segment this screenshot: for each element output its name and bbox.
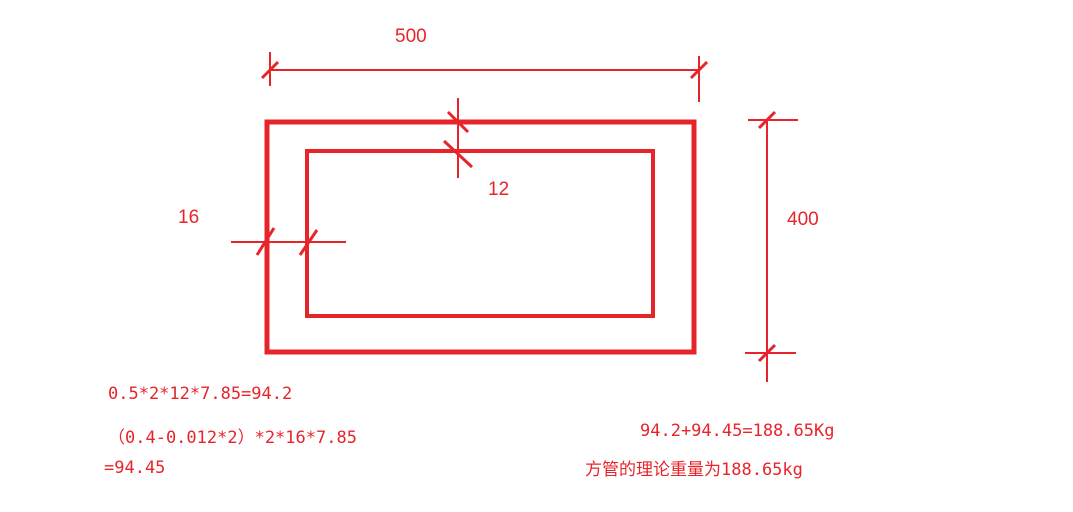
top-thickness-dimension bbox=[442, 98, 474, 178]
width-label: 500 bbox=[395, 26, 427, 47]
height-label: 400 bbox=[787, 209, 819, 230]
width-dimension bbox=[260, 52, 709, 102]
inner-rectangle bbox=[305, 149, 655, 318]
side-thickness-label: 16 bbox=[178, 207, 199, 228]
calc-line-1: 0.5*2*12*7.85=94.2 bbox=[108, 384, 293, 404]
top-thickness-label: 12 bbox=[488, 179, 509, 200]
conclusion-text: 方管的理论重量为188.65kg bbox=[585, 460, 803, 480]
calc-line-3: =94.45 bbox=[104, 458, 166, 478]
side-thickness-dimension bbox=[231, 227, 346, 256]
calc-line-2: （0.4-0.012*2）*2*16*7.85 bbox=[108, 428, 357, 448]
height-dimension bbox=[745, 110, 798, 382]
total-weight: 94.2+94.45=188.65Kg bbox=[640, 421, 835, 441]
